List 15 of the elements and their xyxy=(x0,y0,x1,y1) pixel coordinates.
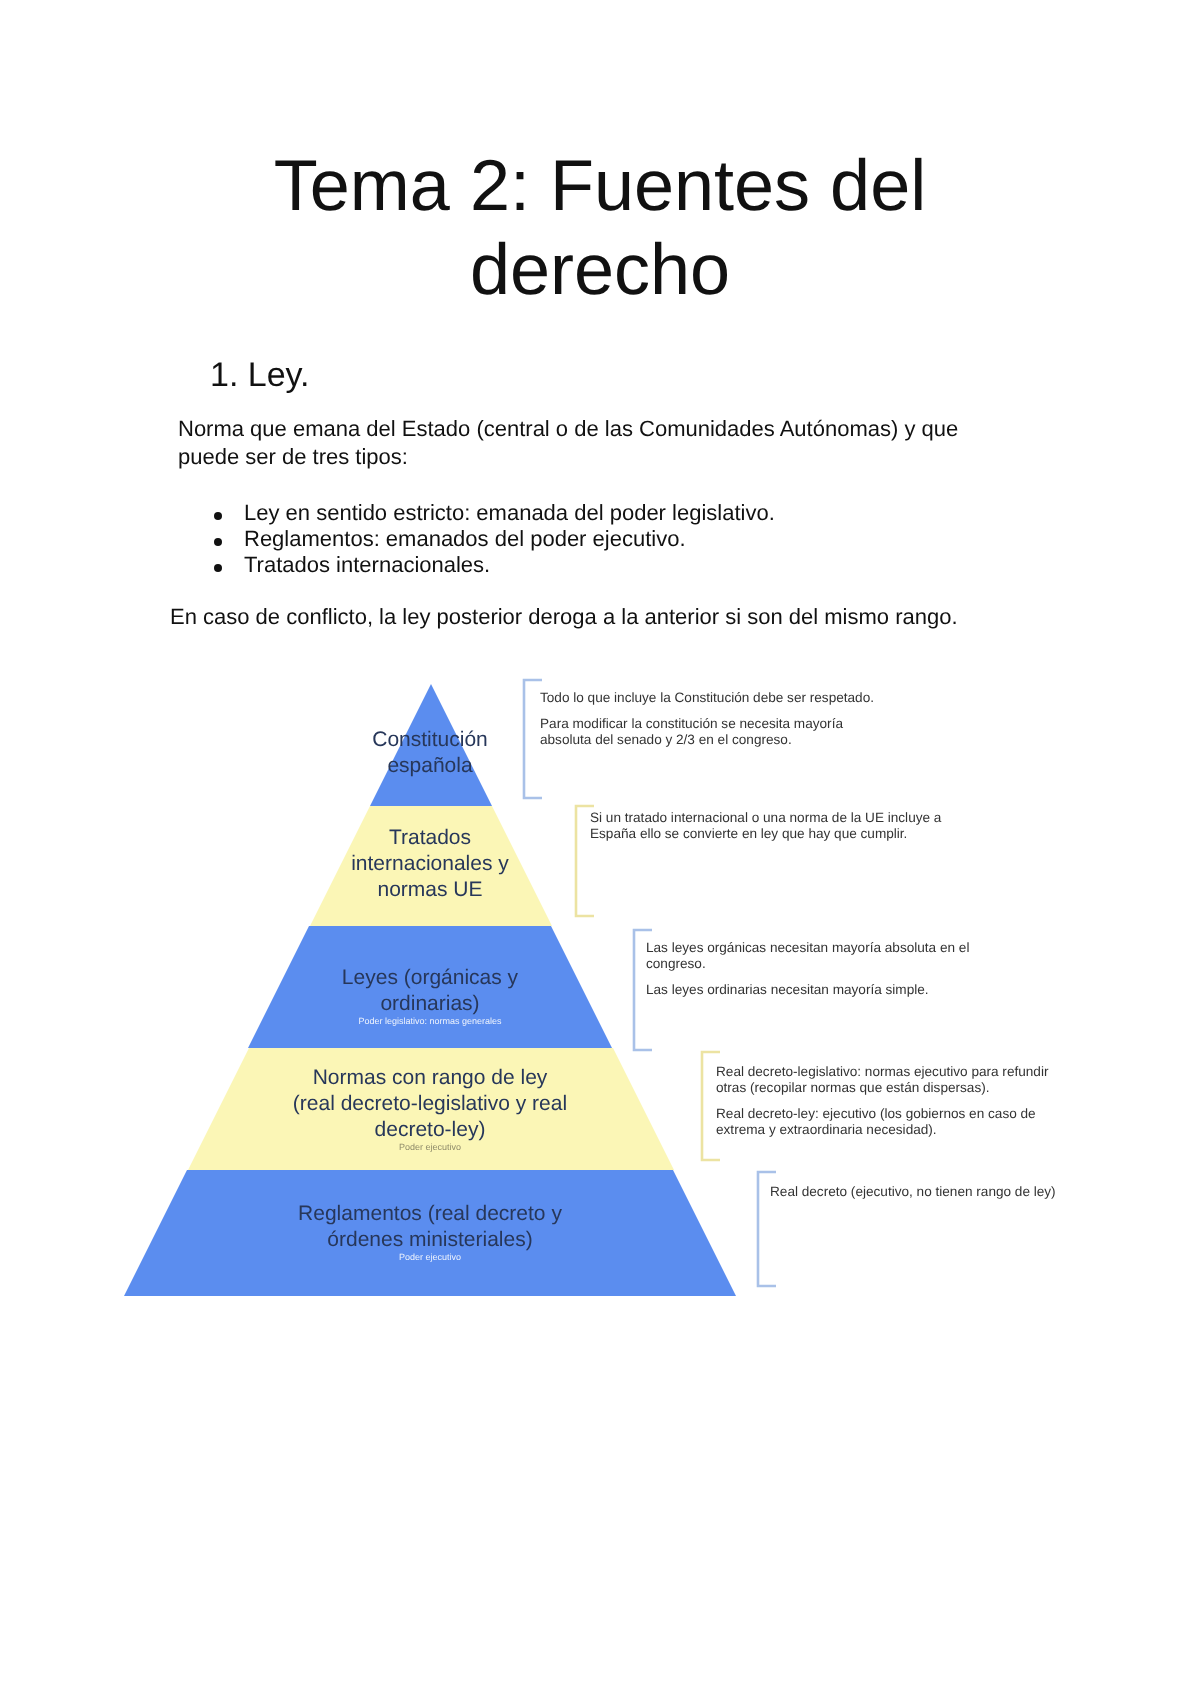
list-item: Ley en sentido estricto: emanada del poder legislativo. xyxy=(244,502,775,528)
page-title: Tema 2: Fuentes del derecho xyxy=(271,144,929,312)
list-item: Tratados internacionales. xyxy=(244,554,491,580)
tier-label: Reglamentos (real decreto y órdenes ministeriales) xyxy=(296,1202,564,1253)
tier-label: Leyes (orgánicas y ordinarias) xyxy=(339,966,521,1017)
pyramid-tier xyxy=(124,1170,736,1296)
pyramid-tier xyxy=(187,1048,673,1170)
tier-label: Tratados internacionales y normas UE xyxy=(349,826,511,904)
pyramid-tier xyxy=(309,806,551,926)
list-item: Reglamentos: emanados del poder ejecutivo. xyxy=(244,528,686,554)
section-heading: 1. Ley. xyxy=(210,356,310,396)
paragraph: Norma que emana del Estado (central o de las Comunidades Autónomas) y que puede ser de tres tipos: xyxy=(178,418,961,472)
pyramid-tier xyxy=(248,926,612,1048)
tier-label: Normas con rango de ley (real decreto-legislativo y real decreto-ley) xyxy=(291,1066,569,1143)
paragraph: En caso de conflicto, la ley posterior deroga a la anterior si son del mismo rango. xyxy=(170,606,958,632)
